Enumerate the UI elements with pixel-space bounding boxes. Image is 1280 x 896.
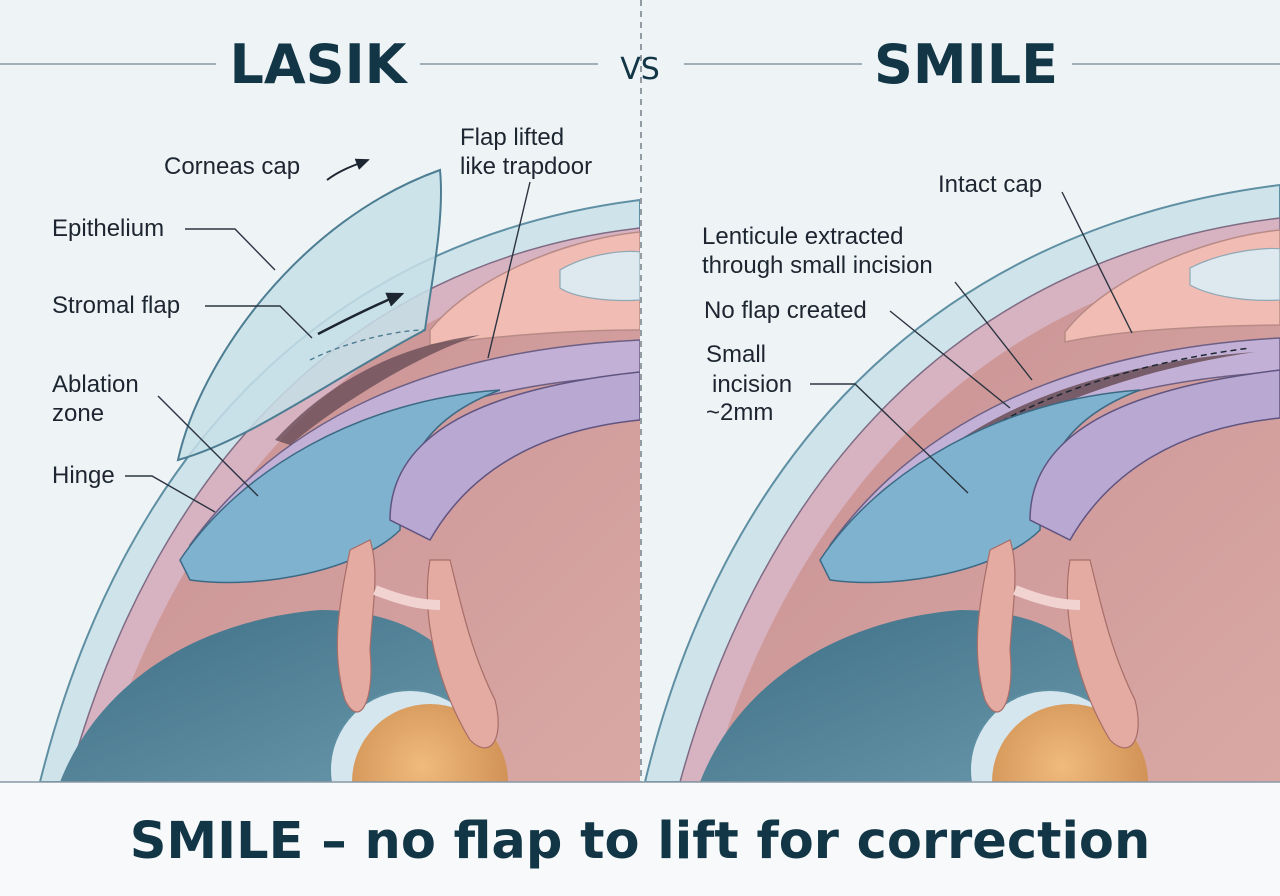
header: LASIK VS SMILE <box>0 33 1280 96</box>
label-ablation-line2: zone <box>52 400 104 427</box>
leader-intact-cap <box>1061 191 1133 334</box>
label-flap-lifted-line1: Flap lifted <box>460 124 564 151</box>
smile-ciliary-body <box>1029 369 1280 541</box>
label-incision-line1: Small <box>706 341 766 368</box>
lasik-zonule <box>373 585 441 610</box>
leader-no-flap <box>889 310 1011 409</box>
label-flap-lifted-line2: like trapdoor <box>460 153 592 180</box>
lasik-iris <box>179 389 501 584</box>
leader-incision <box>810 383 969 494</box>
lasik-illustration <box>38 168 640 782</box>
lasik-flap-edge <box>309 329 426 361</box>
lasik-cap-arrow-icon <box>326 158 370 181</box>
label-ablation-line1: Ablation <box>52 371 139 398</box>
smile-title: SMILE <box>874 33 1058 96</box>
leader-flap-lifted <box>487 181 531 359</box>
lasik-ablation-band <box>275 335 480 445</box>
label-incision-line2: incision <box>712 371 792 398</box>
lasik-labels: Corneas cap Flap lifted like trapdoor Ep… <box>52 124 592 513</box>
smile-labels: Intact cap Lenticule extracted through s… <box>702 171 1133 494</box>
lasik-ciliary-body <box>389 371 640 541</box>
leader-lenticule <box>954 281 1033 381</box>
smile-tear-pocket <box>1189 247 1280 301</box>
label-epithelium: Epithelium <box>52 215 164 242</box>
lasik-title: LASIK <box>229 33 408 96</box>
leader-hinge <box>125 475 216 513</box>
smile-illustration <box>643 183 1280 782</box>
label-hinge: Hinge <box>52 462 115 489</box>
label-cornea-cap: Corneas cap <box>164 153 300 180</box>
label-no-flap: No flap created <box>704 297 867 324</box>
leader-ablation-zone <box>157 395 259 497</box>
footer-band <box>0 783 1280 896</box>
smile-ligament-right <box>1066 559 1139 749</box>
leader-stromal-flap <box>205 305 313 339</box>
label-lenticule-line1: Lenticule extracted <box>702 223 903 250</box>
lasik-tear-pocket <box>559 250 640 302</box>
lasik-flap-arrow-icon <box>317 292 405 336</box>
smile-ligament-left <box>976 539 1016 713</box>
smile-incision-path <box>877 347 1251 521</box>
label-stromal-flap: Stromal flap <box>52 292 180 319</box>
vs-text: VS <box>620 52 660 87</box>
label-intact-cap: Intact cap <box>938 171 1042 198</box>
label-incision-line3: ~2mm <box>706 399 773 426</box>
leader-epithelium <box>185 228 276 271</box>
lasik-ligament-right <box>426 559 499 749</box>
lasik-lifted-flap <box>176 168 442 462</box>
lasik-ligament-left <box>336 539 376 713</box>
smile-zonule <box>1013 585 1081 610</box>
footer-caption: SMILE – no flap to lift for correction <box>130 812 1151 871</box>
smile-iris <box>819 389 1141 584</box>
label-lenticule-line2: through small incision <box>702 252 933 279</box>
